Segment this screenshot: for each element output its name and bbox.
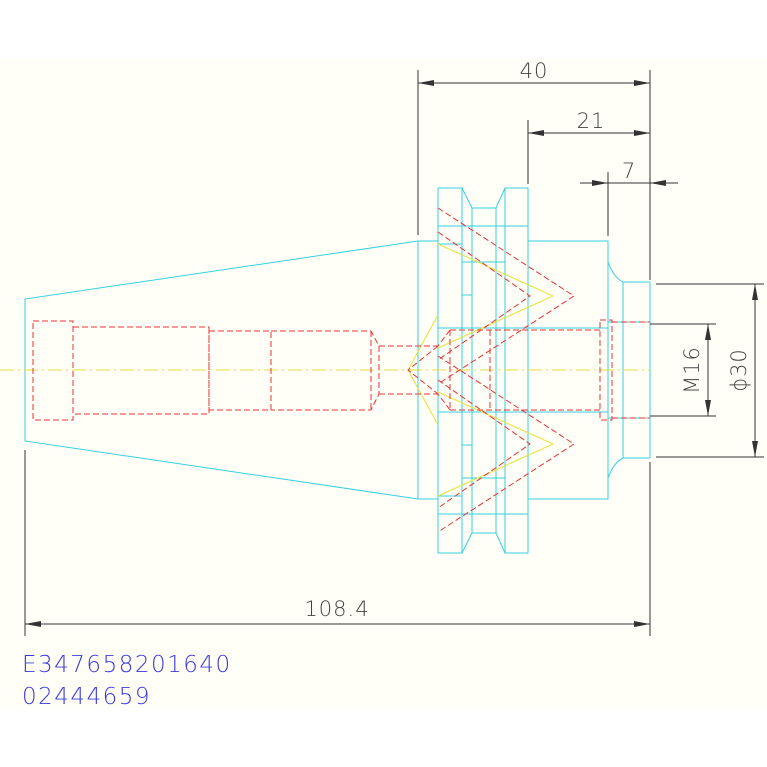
part-code-line-2: 02444659 — [22, 684, 152, 710]
dim-diameter: ϕ30 — [727, 348, 751, 392]
dim-body-length: 21 — [577, 109, 606, 133]
part-code-line-1: E347658201640 — [22, 652, 232, 678]
hidden-lines — [32, 207, 650, 533]
dim-flange-length: 40 — [520, 59, 549, 83]
dim-nose-length: 7 — [622, 159, 636, 183]
dim-overall-length: 108.4 — [304, 597, 369, 621]
drawing-paper — [0, 58, 767, 708]
dim-thread: M16 — [680, 346, 704, 394]
holder-outline — [24, 187, 651, 554]
dimension-lines — [24, 70, 764, 636]
